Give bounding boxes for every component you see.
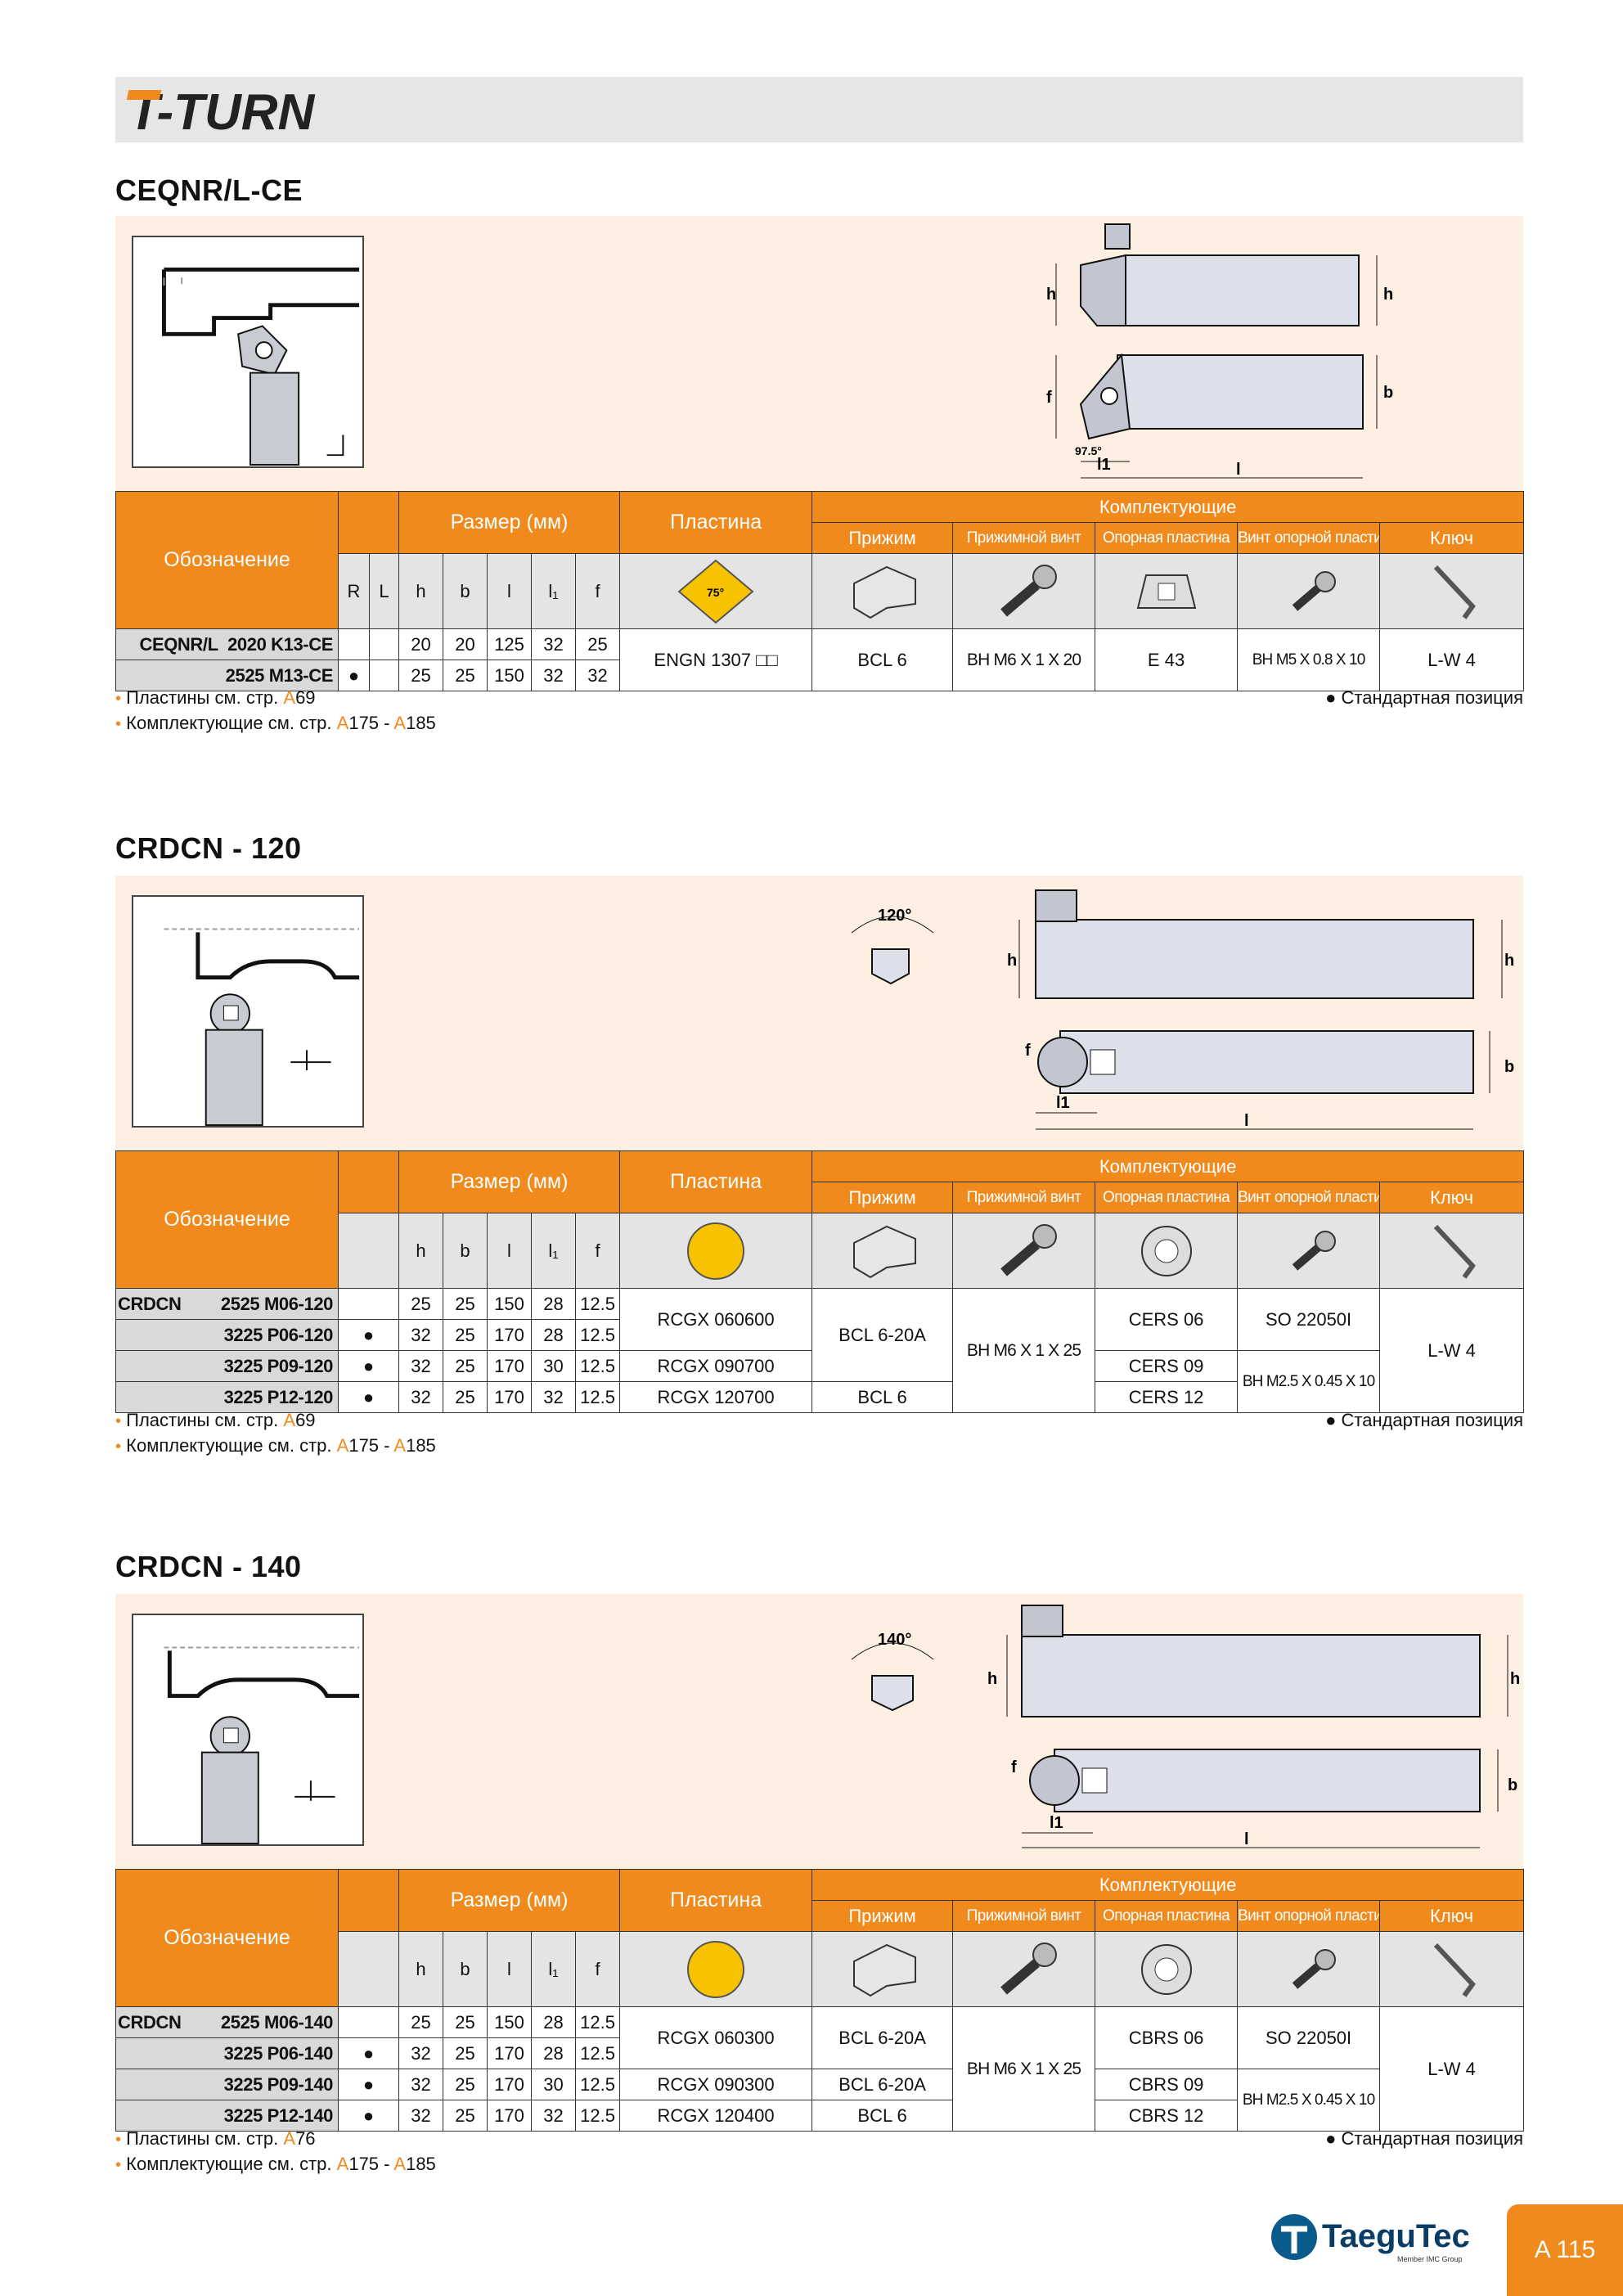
svg-text:l: l — [1244, 1830, 1249, 1848]
svg-text:h: h — [1383, 286, 1393, 304]
tool-dimension-drawing: 120° h h f b l1 l — [851, 889, 1514, 1130]
table-row: 3225 P06-140 ● 32 25 170 28 12.5 — [115, 2037, 1524, 2069]
svg-text:h: h — [987, 1670, 997, 1688]
drawing-panel-ceqnr: h h f b 97.5° l1 l — [115, 216, 1523, 491]
svg-text:l: l — [1236, 461, 1241, 479]
screw-icon — [952, 1931, 1096, 2007]
taegutec-logo: TaeguTec Member IMC Group — [1271, 2214, 1470, 2263]
note-inserts: • Пластины см. стр. A69 — [115, 687, 316, 708]
shim-icon — [1095, 553, 1239, 629]
section-title-ceqnr: CEQNR/L-CE — [115, 173, 303, 207]
svg-text:75°: 75° — [707, 586, 724, 599]
section-title-crdcn-120: CRDCN - 120 — [115, 831, 302, 865]
col-shim: Опорная пластина — [1095, 522, 1239, 554]
spec-table-ceqnr: Обозначение Размер (мм) Пластина Комплек… — [115, 491, 1525, 691]
t-turn-logo: T-TURN — [126, 84, 316, 137]
round-shim-icon — [1095, 1213, 1239, 1289]
svg-text:97.5°: 97.5° — [1075, 444, 1102, 457]
drawing-panel-crdcn-140: 140° h h f b l1 l — [115, 1594, 1523, 1869]
clamp-icon — [812, 1931, 954, 2007]
note-inserts: • Пластины см. стр. A69 — [115, 1410, 316, 1430]
col-designation: Обозначение — [115, 491, 339, 629]
section-title-crdcn-140: CRDCN - 140 — [115, 1550, 302, 1583]
col-shim-screw: Винт опорной пластины — [1237, 522, 1381, 554]
standard-legend: ● Стандартная позиция — [1325, 1410, 1523, 1430]
svg-text:l1: l1 — [1050, 1814, 1063, 1832]
tool-dimension-drawing: 140° h h f b l1 l — [851, 1605, 1520, 1848]
svg-text:h: h — [1046, 286, 1056, 304]
round-insert-icon — [619, 1213, 813, 1289]
svg-text:120°: 120° — [878, 907, 911, 925]
table-row: 3225 P12-140 ● 32 25 170 32 12.5 RCGX 12… — [115, 2100, 1524, 2132]
hex-key-icon — [1379, 1213, 1525, 1289]
shim-screw-icon — [1237, 1931, 1381, 2007]
shim-screw-icon — [1237, 1213, 1381, 1289]
svg-text:140°: 140° — [878, 1631, 911, 1649]
tool-dimension-drawing: h h f b 97.5° l1 l — [1046, 223, 1393, 479]
table-row: 3225 P06-120 ● 32 25 170 28 12.5 — [115, 1319, 1524, 1351]
table-row: 3225 P09-140 ● 32 25 170 30 12.5 RCGX 09… — [115, 2069, 1524, 2132]
svg-text:b: b — [1508, 1776, 1517, 1794]
standard-legend: ● Стандартная позиция — [1325, 2128, 1523, 2149]
note-inserts: • Пластины см. стр. A76 — [115, 2128, 316, 2149]
svg-text:f: f — [1025, 1042, 1031, 1060]
svg-text:l1: l1 — [1097, 456, 1111, 474]
table-row: 2525 M13-CE ● 25 25 150 32 32 — [115, 660, 1524, 691]
spec-table-crdcn-140: Обозначение Размер (мм) Пластина Комплек… — [115, 1869, 1525, 2132]
svg-text:h: h — [1510, 1670, 1520, 1688]
col-size: Размер (мм) — [398, 491, 621, 554]
clamp-icon — [812, 553, 954, 629]
svg-text:l1: l1 — [1056, 1094, 1070, 1112]
spec-table-crdcn-120: Обозначение Размер (мм) Пластина Комплек… — [115, 1150, 1525, 1413]
col-clamp: Прижим — [812, 522, 954, 554]
col-insert: Пластина — [619, 491, 813, 554]
screw-icon — [952, 553, 1096, 629]
standard-legend: ● Стандартная позиция — [1325, 687, 1523, 708]
round-shim-icon — [1095, 1931, 1239, 2007]
svg-text:TaeguTec: TaeguTec — [1322, 2218, 1470, 2254]
clamp-icon — [812, 1213, 954, 1289]
application-thumbnail — [132, 895, 364, 1128]
note-parts: • Комплектующие см. стр. A175 - A185 — [115, 1435, 436, 1456]
table-row: CEQNR/L 2020 K13-CE 20 20 125 32 25 ENGN… — [115, 628, 1525, 691]
col-key: Ключ — [1379, 522, 1525, 554]
application-thumbnail — [132, 1614, 364, 1846]
brand-header: T-TURN — [115, 77, 1523, 142]
table-row: 3225 P12-120 ● 32 25 170 32 12.5 RCGX 12… — [115, 1381, 1524, 1413]
drawing-panel-crdcn-120: 120° h h f b l1 l — [115, 876, 1523, 1150]
svg-text:b: b — [1383, 384, 1393, 402]
page-number: A 115 — [1507, 2204, 1623, 2296]
hex-key-icon — [1379, 1931, 1525, 2007]
application-thumbnail — [132, 236, 364, 468]
round-insert-icon — [619, 1931, 813, 2007]
svg-text:Member IMC Group: Member IMC Group — [1397, 2255, 1463, 2263]
svg-text:f: f — [1011, 1758, 1017, 1776]
svg-text:h: h — [1007, 952, 1017, 970]
svg-text:f: f — [1046, 389, 1052, 407]
hex-key-icon — [1379, 553, 1525, 629]
table-row: 3225 P09-120 ● 32 25 170 30 12.5 RCGX 09… — [115, 1350, 1524, 1413]
screw-icon — [952, 1213, 1096, 1289]
svg-text:b: b — [1504, 1058, 1514, 1076]
svg-text:l: l — [1244, 1112, 1249, 1130]
svg-text:h: h — [1504, 952, 1514, 970]
rhombus-insert-icon: 75° — [619, 553, 813, 629]
note-parts: • Комплектующие см. стр. A175 - A185 — [115, 713, 436, 733]
shim-screw-icon — [1237, 553, 1381, 629]
note-parts: • Комплектующие см. стр. A175 - A185 — [115, 2154, 436, 2174]
col-clamp-screw: Прижимной винт — [952, 522, 1096, 554]
col-components: Комплектующие — [812, 491, 1525, 523]
